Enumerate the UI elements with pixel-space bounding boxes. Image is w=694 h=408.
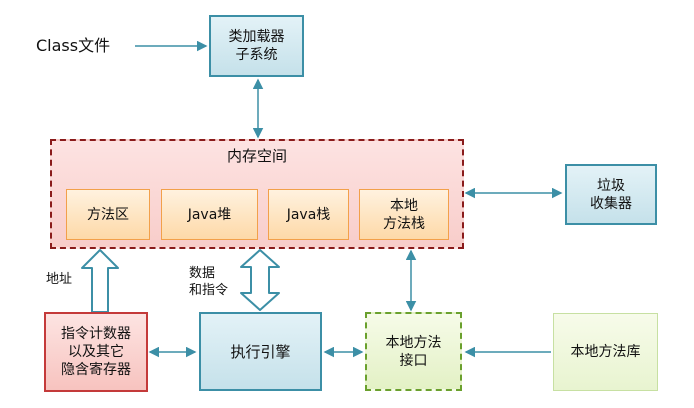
data-instructions-arrow [240,249,280,311]
class-file-label: Class文件 [36,36,111,55]
garbage-collector: 垃圾 收集器 [565,164,657,225]
native-method-stack: 本地 方法栈 [359,189,449,240]
address-label: 地址 [46,272,73,287]
class-loader-subsystem: 类加载器 子系统 [209,15,304,77]
address-arrow [81,249,119,313]
java-stack: Java栈 [268,189,349,240]
java-heap: Java堆 [161,189,258,240]
registers-box: 指令计数器 以及其它 隐含寄存器 [44,312,148,392]
method-area: 方法区 [66,189,150,240]
execution-engine: 执行引擎 [199,312,322,391]
native-method-library: 本地方法库 [553,313,658,391]
memory-space-title: 内存空间 [226,147,287,165]
native-method-interface: 本地方法 接口 [365,312,462,391]
data-instructions-label: 数据 和指令 [189,266,229,298]
